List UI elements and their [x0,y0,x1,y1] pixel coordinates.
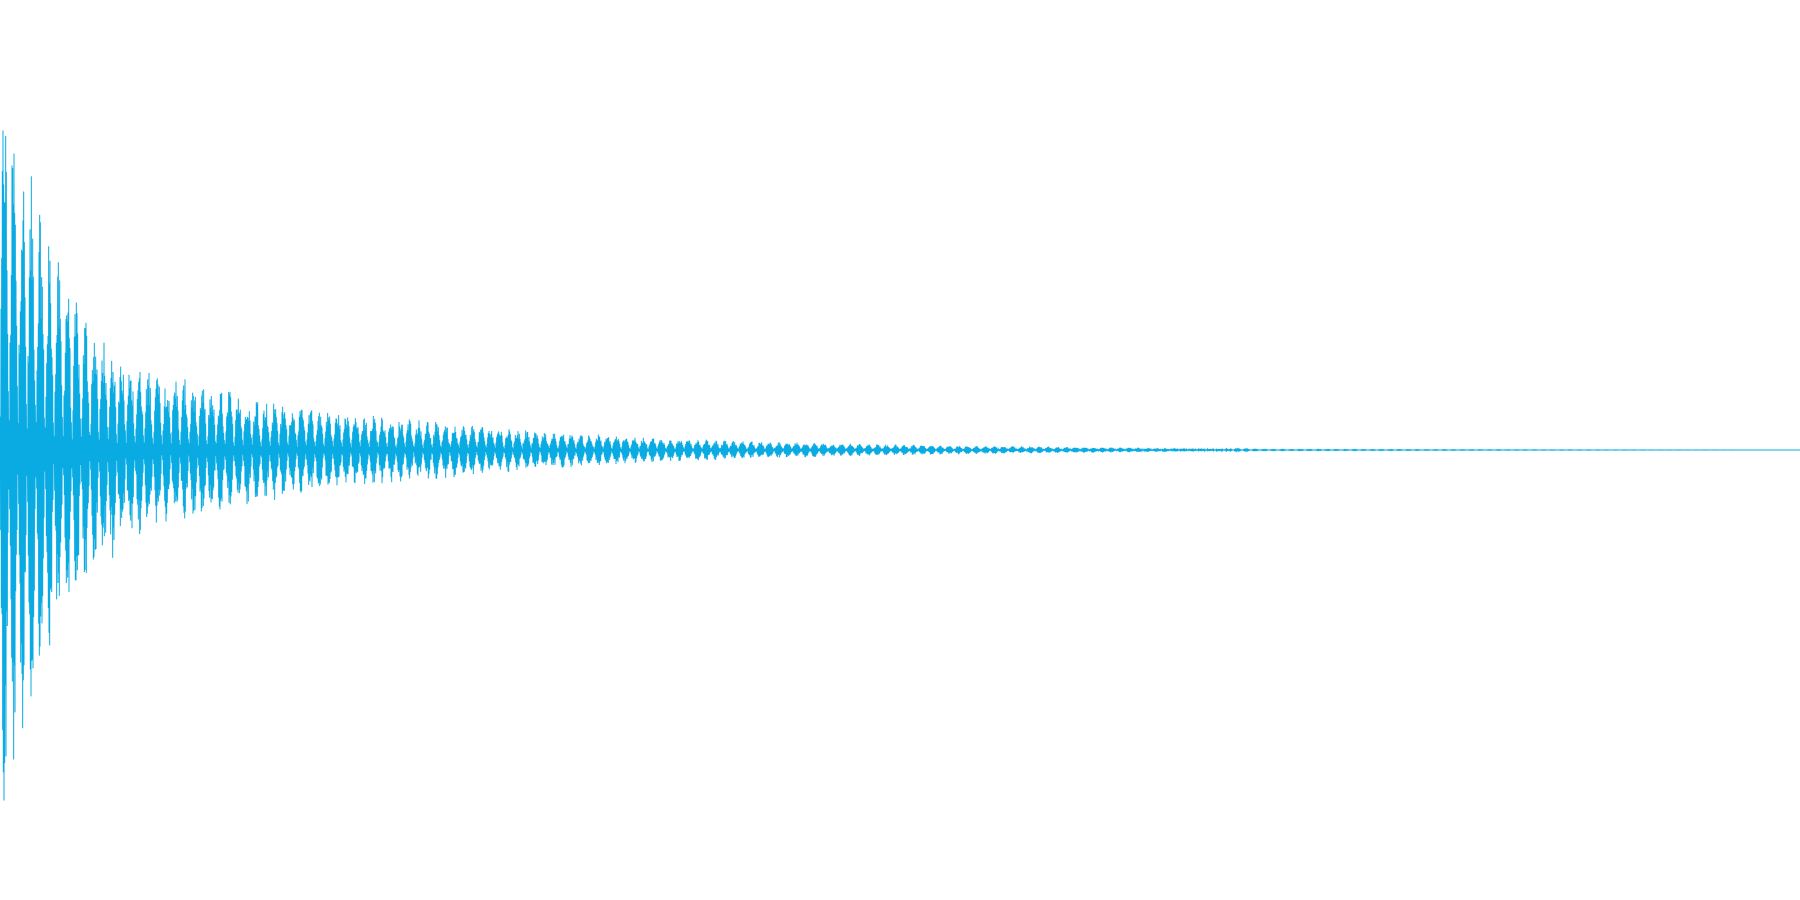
waveform-series [0,130,1800,801]
